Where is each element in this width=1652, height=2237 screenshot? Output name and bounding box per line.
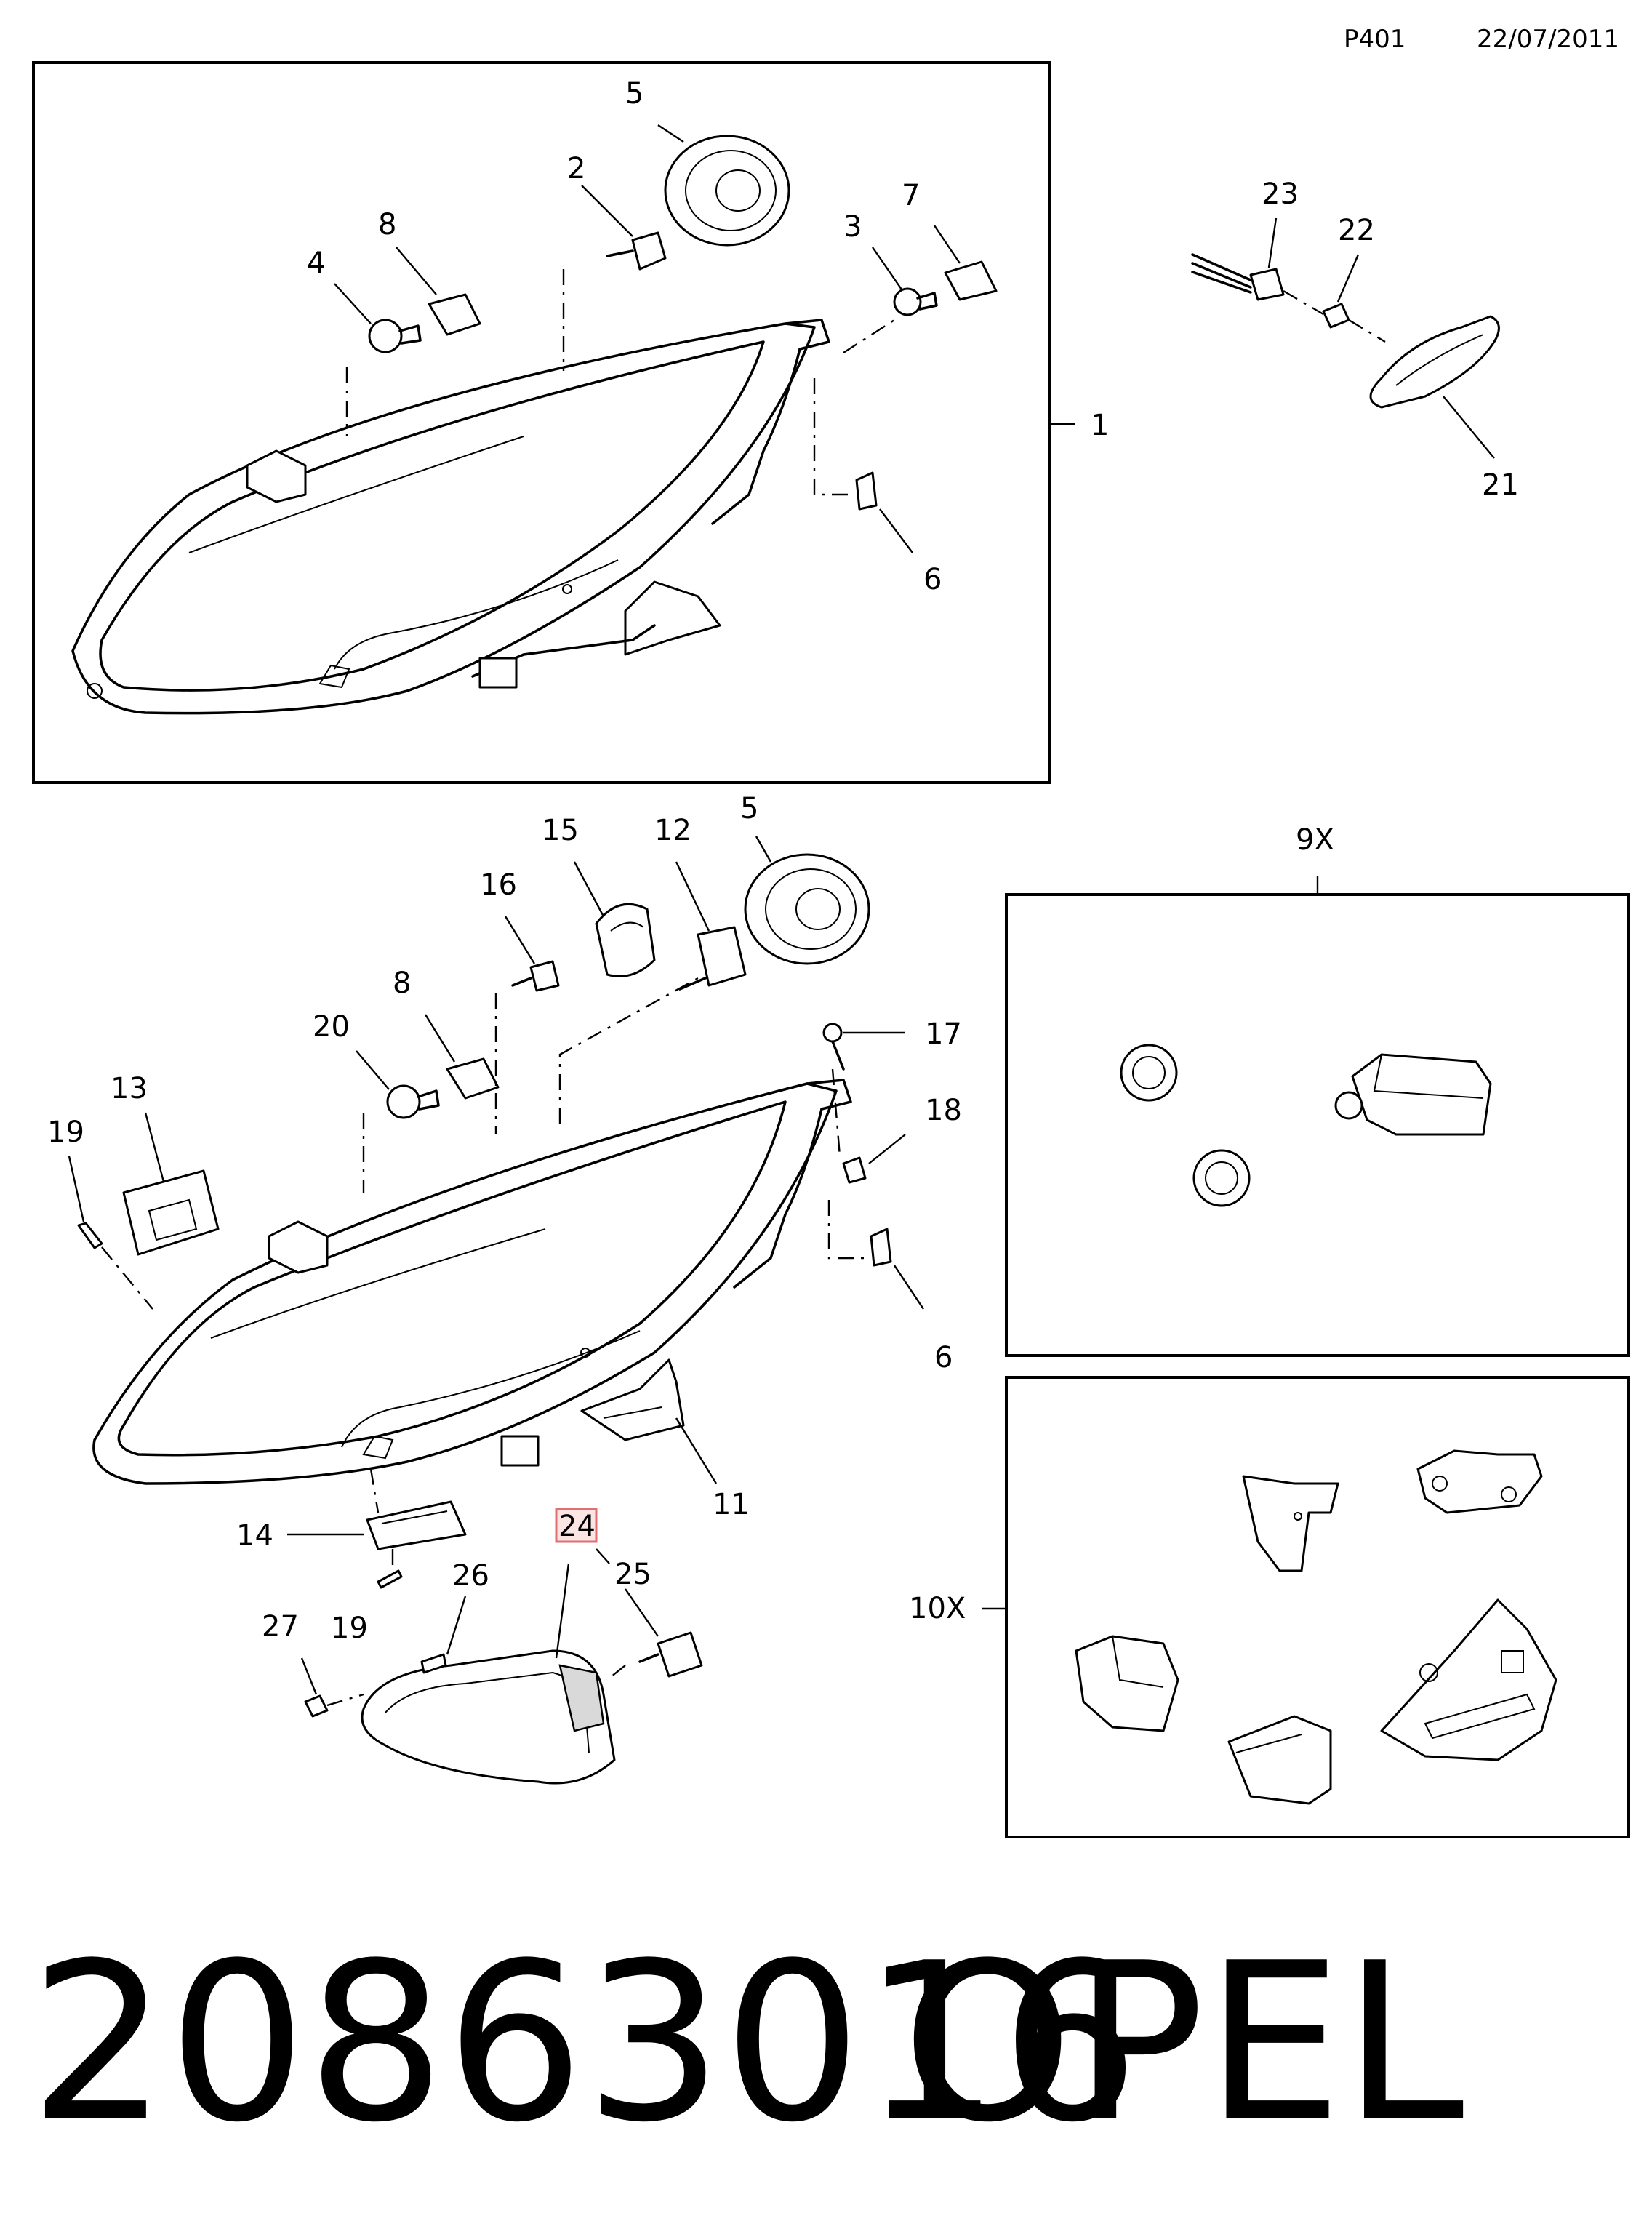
callout-6-mid: 6 <box>934 1341 953 1374</box>
bulb-4-top <box>334 283 422 353</box>
kit-10x-frame <box>1005 1376 1630 1838</box>
callout-12: 12 <box>654 814 691 847</box>
callout-24: 24 <box>558 1510 596 1543</box>
callout-25: 25 <box>614 1558 651 1591</box>
callout-2: 2 <box>567 152 585 185</box>
callout-6-top: 6 <box>923 563 942 596</box>
callout-16: 16 <box>480 868 517 902</box>
callout-8-top: 8 <box>378 208 396 241</box>
callout-8-mid: 8 <box>393 967 411 1000</box>
callout-5-mid: 5 <box>740 792 758 825</box>
bracket-10x-b <box>1416 1449 1543 1514</box>
grommet-9x-b <box>1192 1149 1251 1207</box>
bulb-22 <box>1322 254 1360 329</box>
fog-lamp-24 <box>361 1563 616 1785</box>
callout-17: 17 <box>925 1017 962 1051</box>
socket-8-mid <box>424 1014 500 1100</box>
bulb-12 <box>675 861 747 991</box>
callout-27: 27 <box>262 1610 299 1644</box>
bulb-2-top <box>581 185 667 271</box>
callout-20: 20 <box>313 1010 350 1044</box>
callout-11: 11 <box>713 1488 750 1521</box>
callout-labels: 1 2 3 4 5 6 7 8 21 22 23 5 6 8 11 12 13 … <box>47 77 1519 1645</box>
callout-14: 14 <box>236 1519 273 1553</box>
bracket-10x-d <box>1227 1715 1332 1805</box>
bracket-10x-c <box>1075 1635 1179 1732</box>
callout-19-left: 19 <box>47 1116 84 1149</box>
socket-23 <box>1191 217 1285 301</box>
side-marker-21 <box>1369 315 1500 459</box>
callout-13: 13 <box>111 1072 148 1105</box>
module-13 <box>122 1112 220 1256</box>
brand-name: OPEL <box>902 1916 1464 2170</box>
header-date: 22/07/2011 <box>1477 25 1619 54</box>
screw-19-left <box>68 1156 153 1310</box>
socket-7-top <box>934 225 998 301</box>
module-14 <box>287 1468 467 1550</box>
bulb-25 <box>606 1588 703 1681</box>
callout-10x: 10X <box>909 1592 966 1625</box>
clip-6-mid <box>870 1228 924 1310</box>
callout-26: 26 <box>452 1559 489 1593</box>
screw-17 <box>822 1023 905 1071</box>
bracket-10x-e <box>1380 1598 1557 1761</box>
actuator-9x <box>1334 1053 1492 1136</box>
bracket-10x-a <box>1242 1475 1339 1572</box>
screw-19-low <box>377 1549 403 1589</box>
callout-1: 1 <box>1091 409 1109 442</box>
callout-23: 23 <box>1262 177 1299 211</box>
socket-8-top <box>396 247 481 336</box>
callout-22: 22 <box>1338 214 1375 247</box>
callout-21: 21 <box>1482 468 1519 502</box>
callout-19-low: 19 <box>331 1612 368 1645</box>
callout-24-highlight <box>555 1508 598 1543</box>
callout-9x: 9X <box>1296 823 1334 857</box>
clip-6-top <box>855 471 913 553</box>
bulb-3-top <box>872 247 938 316</box>
shield-15 <box>573 861 656 977</box>
nut-27 <box>300 1657 364 1718</box>
bulb-holder-5-mid <box>744 836 870 965</box>
headlamp-top <box>71 319 830 715</box>
callout-4: 4 <box>307 247 325 280</box>
part-number: 20863016 <box>29 1916 1139 2170</box>
headlamp-mid <box>92 1079 852 1485</box>
top-frame <box>32 61 1051 784</box>
callout-18: 18 <box>925 1094 962 1127</box>
callout-3: 3 <box>843 210 862 244</box>
header-code: P401 <box>1344 25 1406 54</box>
clip-18 <box>842 1134 906 1184</box>
callout-15: 15 <box>542 814 579 847</box>
bulb-holder-5-top <box>657 124 790 247</box>
kit-9x-frame <box>1005 893 1630 1357</box>
callout-7: 7 <box>902 179 920 212</box>
bulb-20 <box>356 1050 440 1119</box>
screw-26 <box>420 1596 467 1674</box>
bulb-16 <box>504 916 560 992</box>
callout-5-top: 5 <box>625 77 643 111</box>
grommet-9x-a <box>1120 1044 1178 1102</box>
